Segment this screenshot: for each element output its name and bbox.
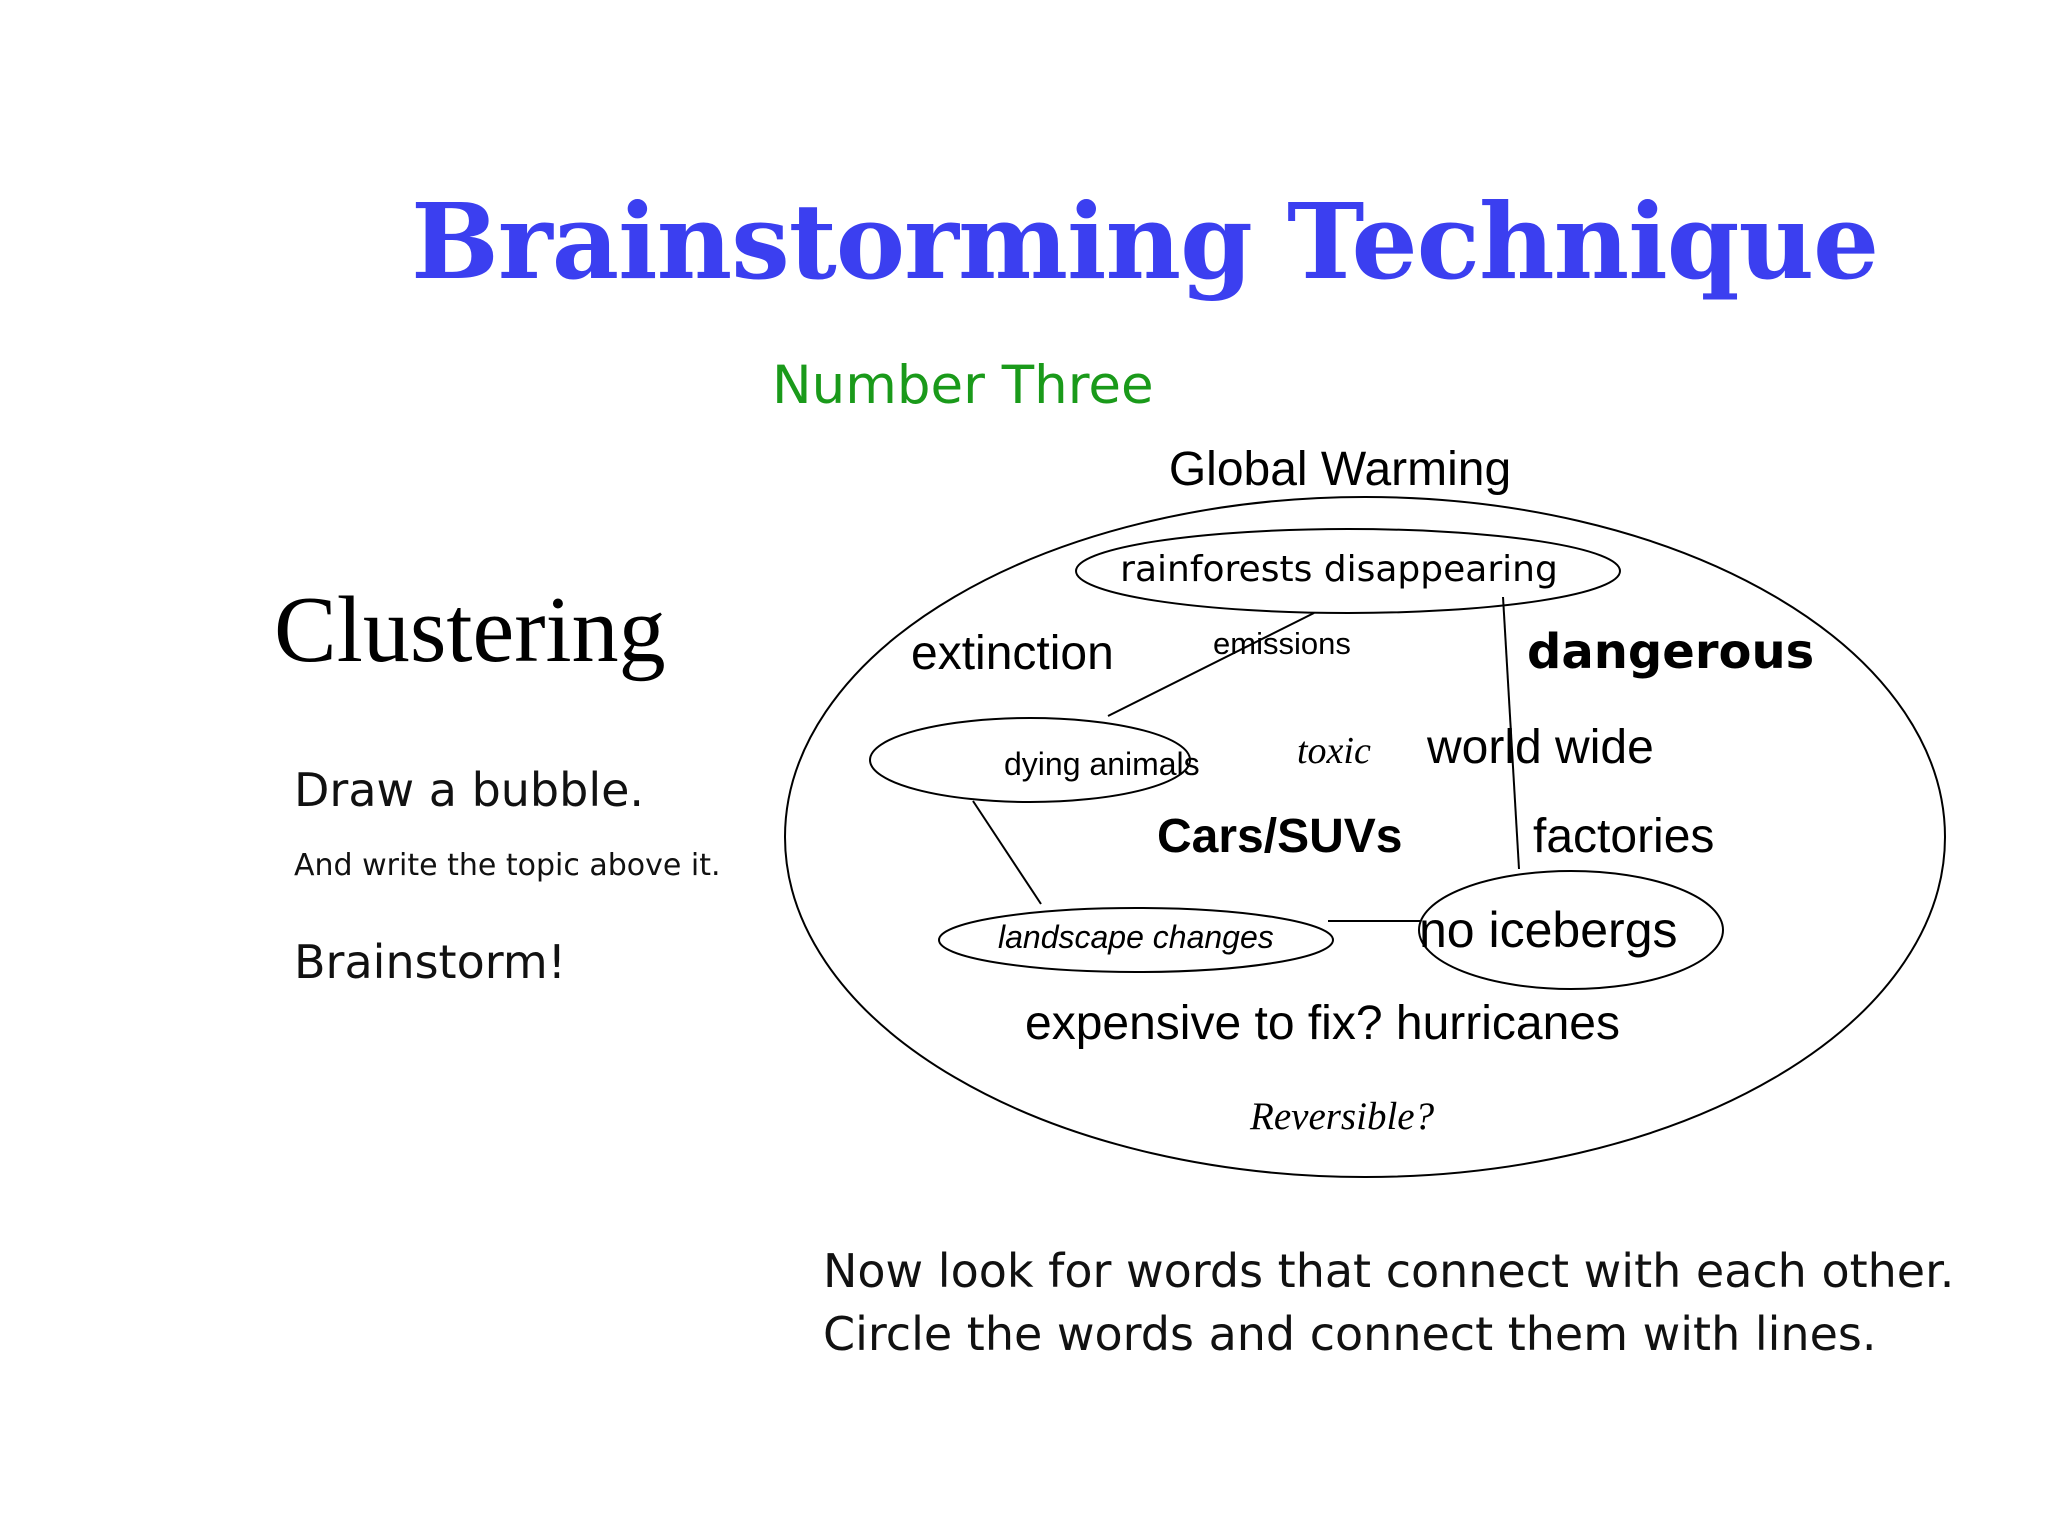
link-rainforests-dying-animals — [1107, 612, 1315, 717]
word-dangerous: dangerous — [1527, 624, 1814, 680]
word-rainforests: rainforests disappearing — [1120, 549, 1558, 590]
word-dying-animals: dying animals — [1004, 746, 1200, 782]
word-emissions: emissions — [1213, 626, 1351, 661]
topic-label: Global Warming — [1169, 443, 1511, 496]
connect-instruction-line-2: Circle the words and connect them with l… — [823, 1307, 1877, 1361]
link-dying-animals-landscape — [972, 800, 1042, 905]
word-no-icebergs: no icebergs — [1419, 902, 1678, 958]
bubble-dying-animals — [869, 717, 1191, 803]
word-world-wide: world wide — [1426, 721, 1654, 774]
link-rainforests-icebergs — [1502, 596, 1520, 870]
slide-title: Brainstorming Technique — [411, 180, 1879, 303]
bubble-rainforests — [1075, 528, 1621, 614]
instruction-brainstorm: Brainstorm! — [294, 935, 567, 989]
instruction-write-topic: And write the topic above it. — [294, 848, 721, 883]
bubble-icebergs — [1418, 870, 1724, 990]
connect-instructions: Now look for words that connect with eac… — [823, 1240, 1954, 1366]
word-extinction: extinction — [911, 627, 1114, 680]
method-heading: Clustering — [274, 578, 666, 682]
bubble-landscape — [938, 907, 1334, 973]
connect-instruction-line-1: Now look for words that connect with eac… — [823, 1244, 1955, 1298]
word-landscape-changes: landscape changes — [998, 919, 1274, 955]
slide-subtitle: Number Three — [772, 355, 1154, 416]
word-factories: factories — [1533, 810, 1714, 863]
word-toxic: toxic — [1297, 730, 1371, 772]
word-reversible: Reversible? — [1249, 1095, 1435, 1138]
word-cars-suvs: Cars/SUVs — [1157, 810, 1402, 863]
word-expensive-hurricanes: expensive to fix? hurricanes — [1025, 997, 1620, 1050]
main-bubble — [784, 496, 1946, 1178]
instruction-draw-bubble: Draw a bubble. — [294, 763, 645, 817]
